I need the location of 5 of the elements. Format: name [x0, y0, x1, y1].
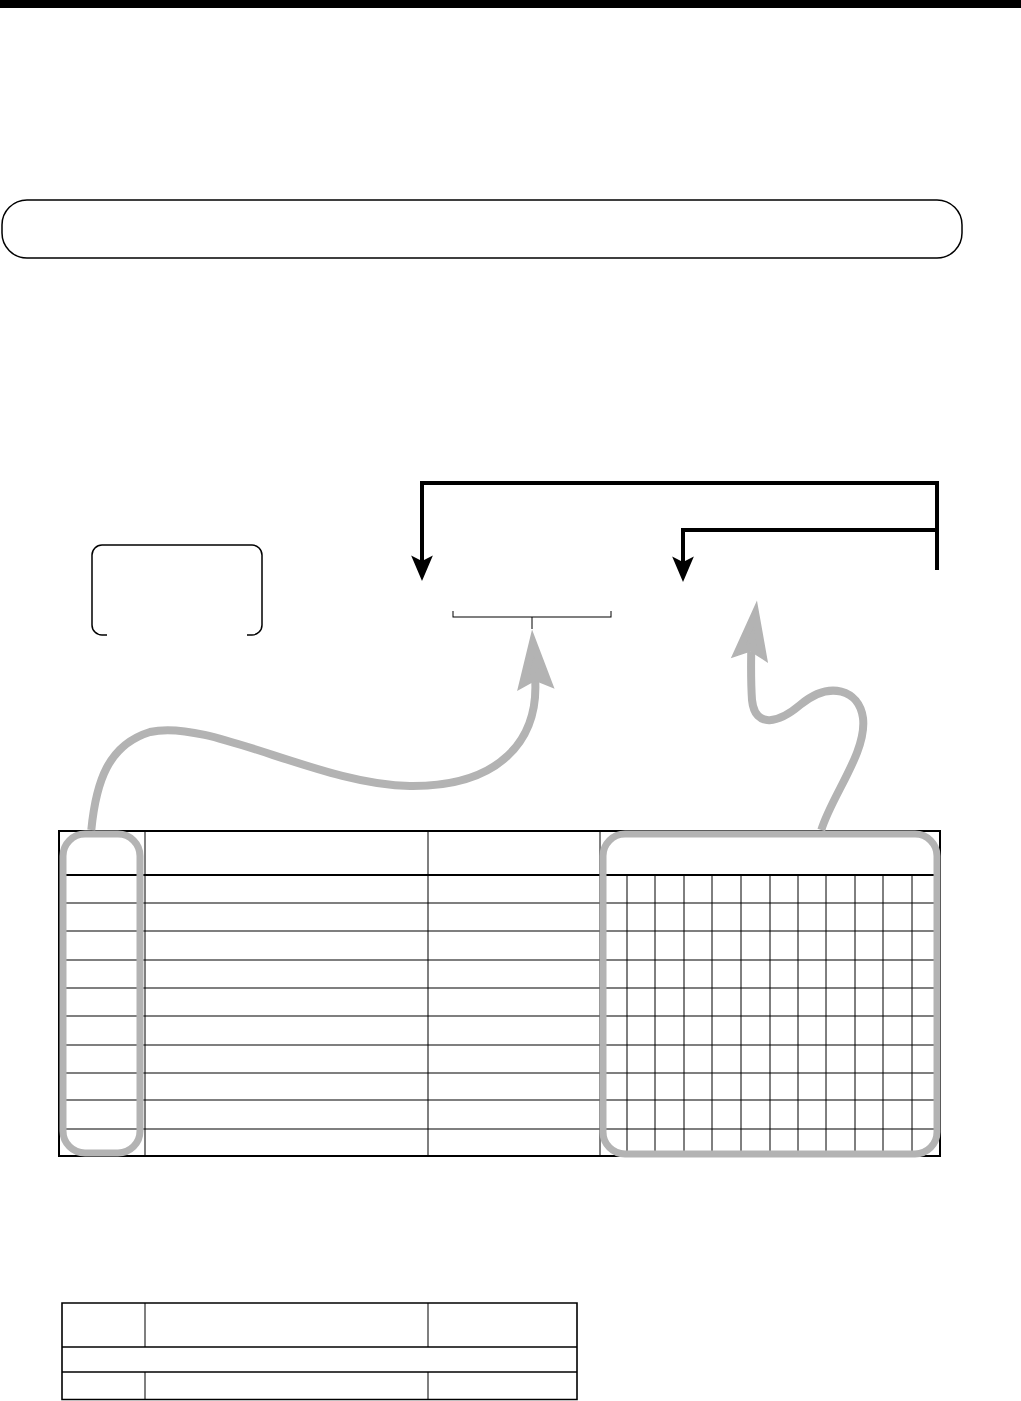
- highlight-frame: [599, 830, 941, 1158]
- rounded-box: [1, 199, 963, 259]
- open-box: [91, 544, 263, 636]
- highlight-frame: [59, 830, 144, 1157]
- bracket: [452, 610, 612, 630]
